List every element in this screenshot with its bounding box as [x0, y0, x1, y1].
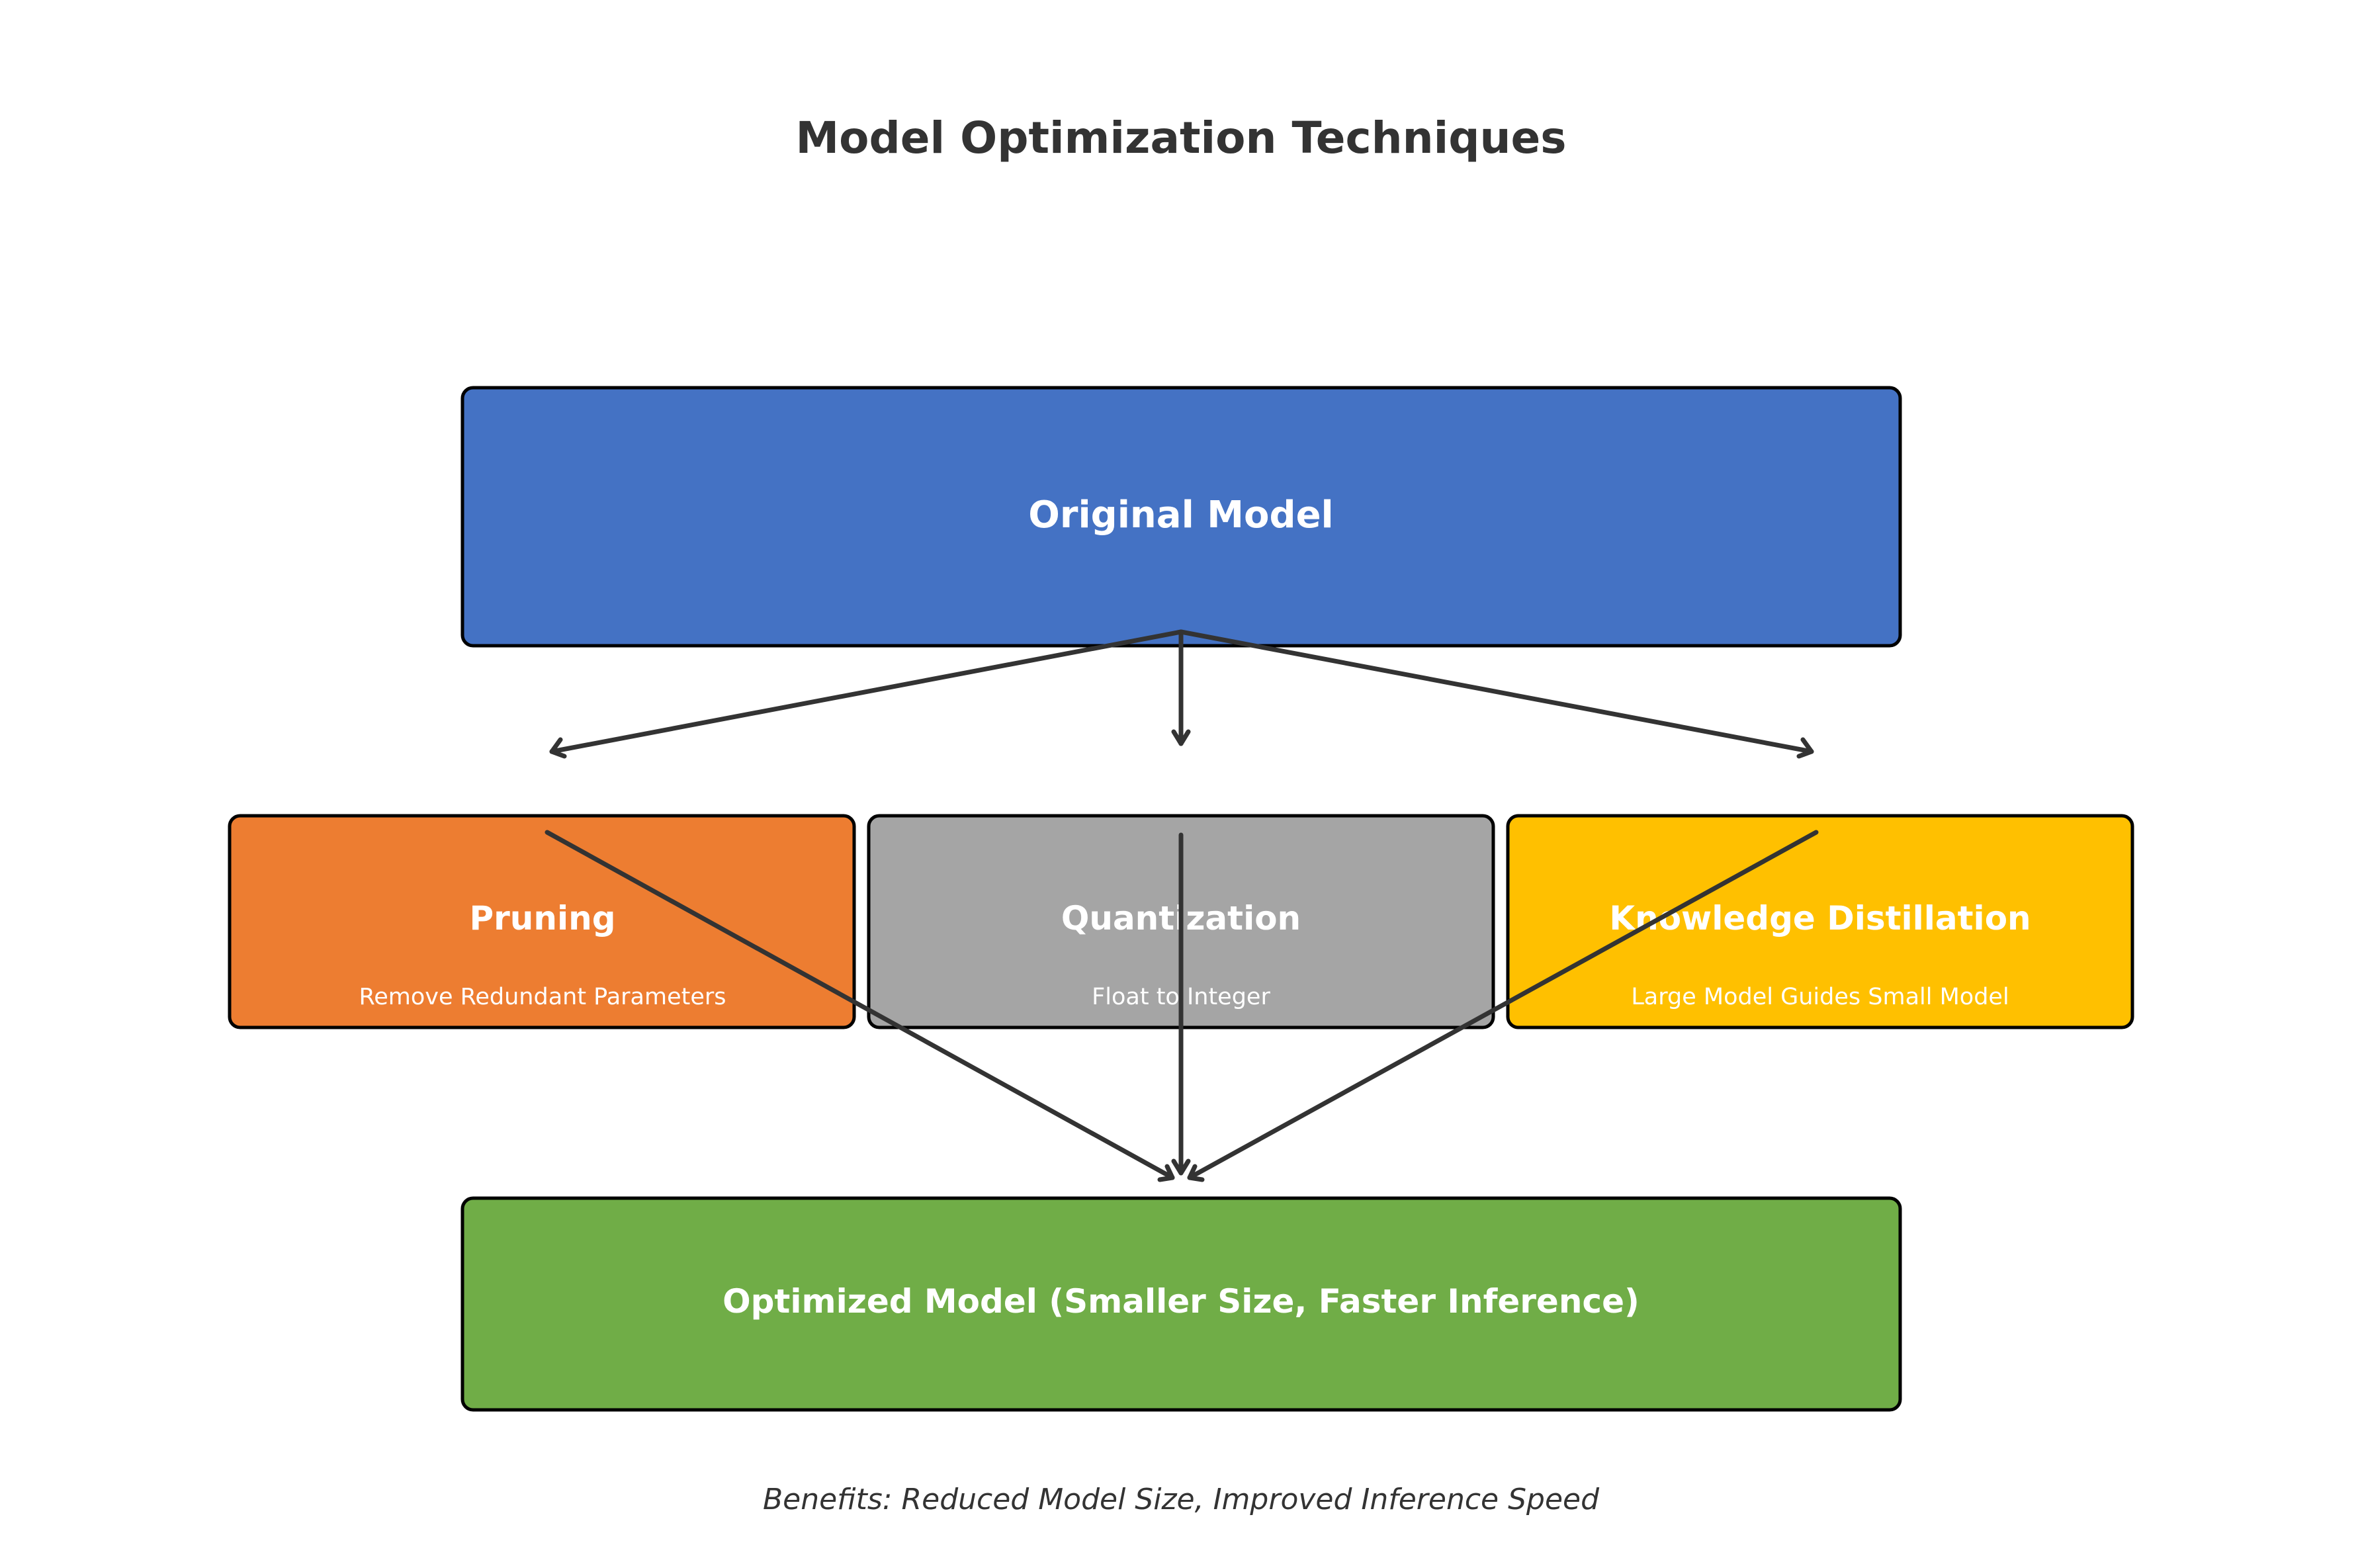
knowledge-distillation-box [1506, 814, 2134, 1029]
arrow-quantization-to-optimized [1171, 832, 1191, 1176]
original-model-label: Original Model [1028, 494, 1334, 537]
arrow-knowledge-distillation-to-optimized [1187, 830, 1819, 1182]
pruning-label: Pruning [469, 899, 615, 937]
arrow-original-to-knowledge-distillation [1178, 629, 1814, 759]
original-model-node: Original Model [460, 386, 1902, 648]
knowledge-distillation-label: Knowledge Distillation [1609, 899, 2031, 937]
arrow-original-to-quantization [1171, 629, 1191, 746]
pruning-box [228, 814, 856, 1029]
optimized-model-node: Optimized Model (Smaller Size, Faster In… [460, 1196, 1902, 1412]
benefits-footer: Benefits: Reduced Model Size, Improved I… [763, 1483, 1600, 1516]
optimized-model-box [460, 1196, 1902, 1412]
arrow-original-to-pruning [549, 629, 1184, 759]
knowledge-distillation-description: Large Model Guides Small Model [1631, 984, 2009, 1010]
pruning-description: Remove Redundant Parameters [359, 984, 726, 1010]
technique-knowledge-distillation: Knowledge Distillation Large Model Guide… [1506, 814, 2134, 1029]
arrow-pruning-to-optimized [545, 830, 1175, 1182]
diagram-title: Model Optimization Techniques [796, 112, 1567, 163]
technique-pruning: Pruning Remove Redundant Parameters [228, 814, 856, 1029]
optimized-model-label: Optimized Model (Smaller Size, Faster In… [722, 1282, 1640, 1321]
